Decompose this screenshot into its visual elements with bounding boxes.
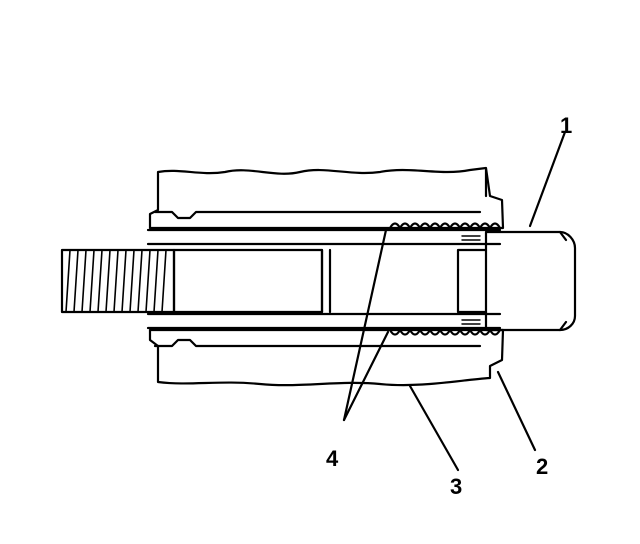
upper-housing: [148, 166, 505, 230]
callout-2: 2: [536, 454, 548, 479]
leader-3: [408, 384, 460, 472]
callout-3: 3: [450, 474, 462, 499]
lower-housing-inner-line: [153, 338, 482, 348]
inner-plunger-detail: [320, 248, 332, 314]
sleeve-top-wall: [146, 228, 502, 246]
callout-1: 1: [560, 113, 572, 138]
inner-plunger: [172, 248, 324, 314]
leader-4a: [342, 228, 388, 422]
lower-housing: [148, 328, 505, 387]
tool-cap-chamfer: [558, 230, 568, 332]
upper-housing-inner-line: [153, 210, 482, 220]
tool-cap: [484, 230, 577, 332]
leader-1: [528, 130, 567, 228]
threaded-rod-threads: [65, 249, 167, 313]
leader-2: [496, 370, 537, 452]
tool-cap-shoulder: [456, 248, 488, 314]
hatch-marks: [461, 235, 481, 325]
leader-4b: [342, 330, 390, 422]
lower-knurl: [388, 328, 502, 336]
callout-4: 4: [326, 446, 339, 471]
sleeve-bottom-wall: [146, 312, 502, 330]
upper-knurl: [388, 222, 502, 230]
